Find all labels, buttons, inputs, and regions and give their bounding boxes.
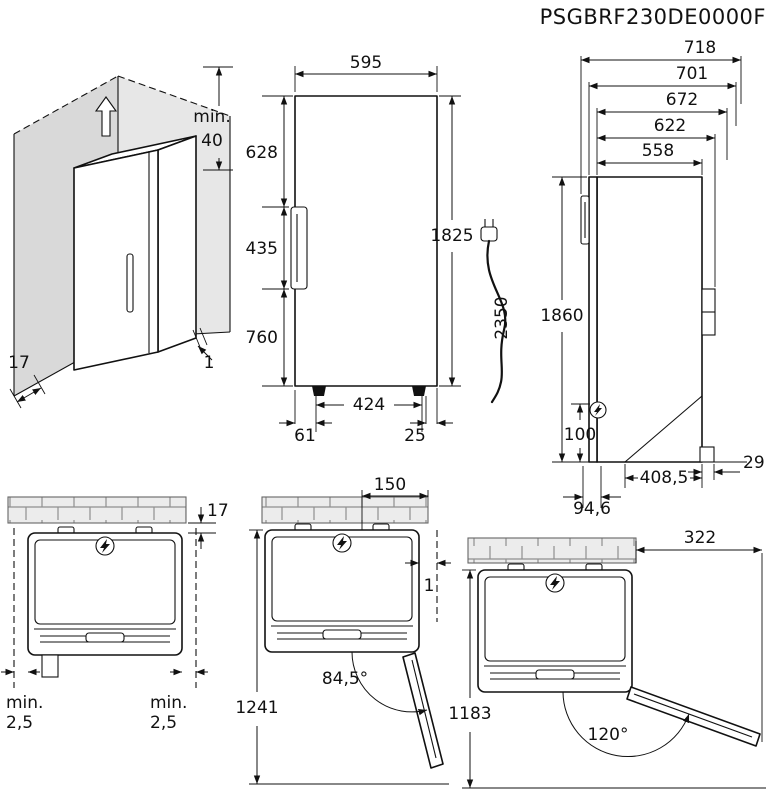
wall-section bbox=[467, 537, 637, 564]
right-foot bbox=[412, 386, 426, 396]
door-angle-value: 84,5° bbox=[322, 669, 368, 689]
left-wall-value: 17 bbox=[8, 353, 30, 373]
fridge-front-face bbox=[73, 149, 159, 371]
wall-section bbox=[261, 496, 429, 524]
inlet-height-value: 100 bbox=[564, 425, 596, 445]
door-handle bbox=[126, 253, 134, 313]
top-clearance-value: 40 bbox=[201, 131, 223, 151]
side-dimension-view: 2350 718 701 672 622 558 bbox=[480, 38, 765, 519]
top-clearance-label: min. bbox=[193, 107, 230, 127]
compressor-depth-dimension: 408,5 bbox=[624, 464, 703, 488]
depth-672-value: 672 bbox=[666, 90, 698, 110]
model-code: PSGBRF230DE0000F bbox=[540, 5, 766, 29]
total-depth-dimension: 1241 bbox=[235, 529, 449, 785]
door-swing-arc bbox=[351, 651, 428, 716]
right-gap-value: 1 bbox=[204, 353, 215, 373]
left-clearance-dimension: min. 2,5 bbox=[1, 668, 43, 733]
door-handle bbox=[290, 206, 308, 290]
side-gap-value: 1 bbox=[424, 576, 435, 596]
cabinet-side-outline bbox=[596, 176, 703, 463]
wall-section bbox=[7, 496, 187, 524]
top-view-door-120: 120° 322 1183 bbox=[448, 528, 766, 789]
width-dimension: 595 bbox=[294, 53, 438, 92]
feet-distance-value: 424 bbox=[353, 395, 385, 415]
left-clearance-label: min. bbox=[6, 693, 43, 713]
door-swing-arc bbox=[562, 691, 690, 758]
fridge-side-face bbox=[157, 135, 197, 353]
right-gap-dimension: 1 bbox=[192, 327, 215, 373]
cord-length-value: 2350 bbox=[492, 296, 512, 339]
right-clearance-dimension: min. 2,5 bbox=[150, 668, 208, 733]
rear-clearance-value: 94,6 bbox=[573, 499, 611, 519]
power-plug-icon bbox=[480, 226, 498, 242]
height-dimension: 1825 bbox=[430, 95, 474, 387]
height-value: 1825 bbox=[430, 226, 473, 246]
top-clearance-dimension: min. 40 bbox=[193, 66, 233, 171]
depth-558-value: 558 bbox=[642, 141, 674, 161]
door-swing-dimension: 322 bbox=[635, 528, 763, 742]
door-side bbox=[588, 176, 598, 463]
rear-spacer-value: 29 bbox=[743, 453, 765, 473]
open-door bbox=[626, 686, 761, 747]
corner-clearance-view: min. 40 17 1 bbox=[8, 66, 233, 409]
depth-701-value: 701 bbox=[676, 64, 708, 84]
side-gap-dimension: 1 bbox=[405, 559, 451, 596]
power-cord: 2350 bbox=[480, 219, 512, 404]
depth-622-value: 622 bbox=[654, 116, 686, 136]
upper-section-value: 628 bbox=[246, 143, 278, 163]
wall-gap-dimension: 17 bbox=[188, 501, 229, 549]
total-depth-dimension: 1183 bbox=[448, 569, 766, 789]
depth-dimensions: 718 701 672 622 558 bbox=[580, 38, 742, 287]
fridge-front-outline bbox=[294, 95, 438, 387]
compressor-recess bbox=[624, 395, 703, 463]
left-section-dimensions: 628 435 760 bbox=[246, 95, 293, 387]
total-depth-value: 1183 bbox=[448, 704, 491, 724]
left-wall-dimension: 17 bbox=[8, 353, 46, 409]
front-dimension-view: 595 1825 628 435 760 bbox=[246, 53, 474, 446]
lightning-bolt-icon bbox=[594, 404, 602, 416]
side-height-dimension: 1860 bbox=[540, 176, 587, 463]
rear-clearance-dimension: 94,6 bbox=[563, 466, 621, 519]
up-arrow-icon bbox=[94, 96, 118, 137]
width-value: 595 bbox=[350, 53, 382, 73]
front-foot bbox=[41, 654, 59, 678]
right-clearance-label: min. bbox=[150, 693, 187, 713]
left-foot-inset-value: 61 bbox=[294, 426, 316, 446]
corner-distance-value: 150 bbox=[374, 475, 406, 495]
rear-foot bbox=[699, 446, 715, 463]
left-clearance-value: 2,5 bbox=[6, 713, 33, 733]
depth-718-value: 718 bbox=[684, 38, 716, 58]
left-foot bbox=[312, 386, 326, 396]
inlet-height-dimension: 100 bbox=[564, 403, 596, 462]
rear-spacer-dimension: 29 bbox=[688, 453, 765, 480]
total-depth-value: 1241 bbox=[235, 698, 278, 718]
right-foot-inset-value: 25 bbox=[404, 426, 426, 446]
corner-distance-dimension: 150 bbox=[361, 475, 429, 530]
lower-section-value: 760 bbox=[246, 328, 278, 348]
door-swing-value: 322 bbox=[684, 528, 716, 548]
top-view-door-84: 84,5° 150 1 1241 bbox=[235, 475, 451, 785]
handle-section-value: 435 bbox=[246, 239, 278, 259]
wall-gap-value: 17 bbox=[207, 501, 229, 521]
door-angle-value: 120° bbox=[588, 725, 629, 745]
compressor-depth-value: 408,5 bbox=[640, 468, 689, 488]
side-height-value: 1860 bbox=[540, 306, 583, 326]
top-view-wall-clearance: 17 min. 2,5 min. 2,5 bbox=[1, 496, 229, 733]
feet-dimensions: 424 61 25 bbox=[279, 388, 453, 446]
right-clearance-value: 2,5 bbox=[150, 713, 177, 733]
